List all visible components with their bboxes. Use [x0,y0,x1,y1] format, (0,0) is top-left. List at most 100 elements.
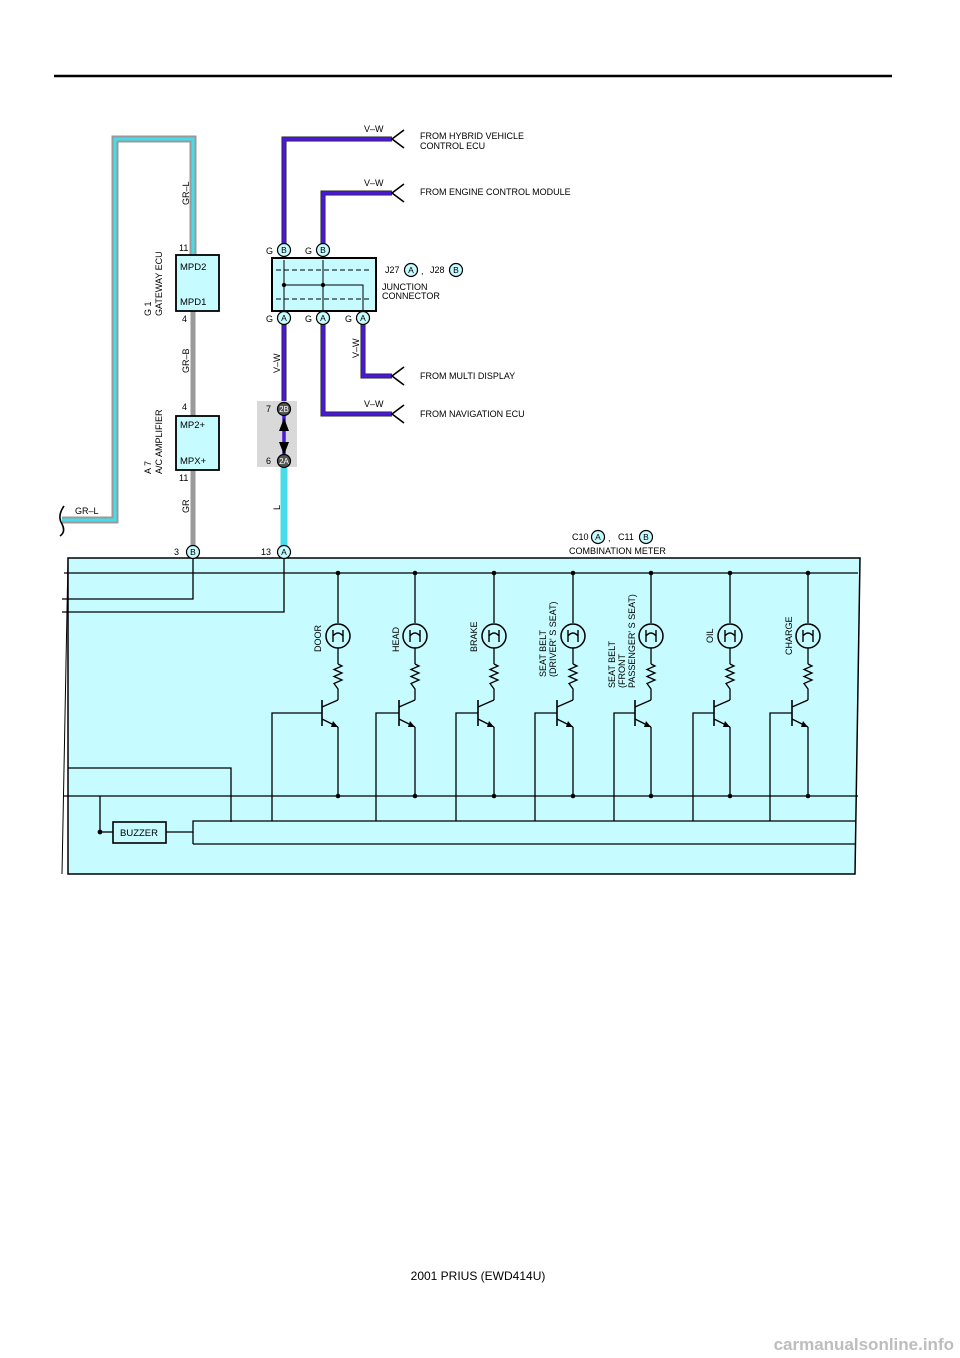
junction-j28-code: B [453,265,459,275]
brake-transistor-collector [477,699,495,708]
door-lamp-icon [325,623,351,649]
lamp-label-charge: CHARGE [784,616,794,655]
meter-c11-code: B [643,532,649,542]
meter-label: COMBINATION METER [569,546,666,556]
meter-c11: C11 [618,532,634,542]
wire-label-vw-3: V–W [364,399,384,409]
brake-filament [488,630,500,642]
wire-label-vw-v2: V–W [351,338,361,358]
amplifier-pin-11: 11 [179,473,188,483]
head-emitter-arrow [408,721,415,727]
meter-code-b: B [190,547,196,557]
seat-belt-passenger-filament [645,630,657,642]
lamp-label-brake: BRAKE [469,621,479,652]
amplifier-name: A/C AMPLIFIER [154,409,164,474]
charge-base-drive [769,712,792,821]
seat-belt-driver-resistor-icon [567,663,579,700]
oil-node-bottom [727,793,733,799]
brake-base-drive [455,712,478,821]
wire-label-l: L [272,505,282,510]
source-hybrid-1: FROM HYBRID VEHICLE [420,131,524,141]
watermark: carmanualsonline.info [774,1335,954,1354]
junction-pin-g-1: G [266,246,273,256]
oil-transistor-collector [713,699,731,708]
inline-arrow-up [279,418,289,431]
labels: V–W V–W V–W FROM HYBRID VEHICLE CONTROL … [75,124,954,1354]
gateway-pin-11: 11 [179,243,188,253]
door-node-bottom [335,793,341,799]
amplifier-mpx: MPX+ [180,456,207,467]
oil-emitter-arrow [723,721,730,727]
charge-resistor-icon [802,663,814,700]
source-engine: FROM ENGINE CONTROL MODULE [420,187,571,197]
lamp-label-oil: OIL [705,628,715,643]
gateway-ecu-box [175,254,220,312]
wire-label-grl-top: GR–L [181,181,191,205]
junction-code-a-2: A [320,313,326,323]
seat-belt-passenger-emitter-arrow [644,721,651,727]
junction-j27: J27 [385,265,400,275]
inline-arrow-down [279,442,289,455]
wire-label-vw-1: V–W [364,124,384,134]
door-filament [332,630,344,642]
wire-gr-l [62,135,197,524]
door-emitter-arrow [331,721,338,727]
inline-code-2a: 2A [279,457,289,466]
footer-title: 2001 PRIUS (EWD414U) [411,1269,546,1283]
lamp-label-head: HEAD [391,626,401,652]
combination-meter-panel [67,557,861,875]
charge-emitter-arrow [801,721,808,727]
wire-label-vw-v1: V–W [272,353,282,373]
lamp-label-seat-pass-1: SEAT BELT [607,640,617,688]
charge-lamp-icon [795,623,821,649]
head-lamp-icon [402,623,428,649]
door-resistor-icon [332,663,344,700]
junction-comma: , [421,266,424,276]
gateway-id: G 1 [143,301,153,316]
oil-base-drive [692,712,714,821]
inline-connector-area [257,401,297,467]
seat-belt-driver-node-bottom [570,793,576,799]
oil-lamp-icon [717,623,743,649]
oil-resistor-icon [724,663,736,700]
seat-belt-driver-filament [567,630,579,642]
buzzer-box [112,821,167,844]
junction-pin-g-5: G [345,314,352,324]
seat-belt-passenger-resistor-icon [645,663,657,700]
indicator-channels [271,570,821,821]
inline-pin-6: 6 [266,456,271,466]
seat-belt-driver-transistor-collector [556,699,574,708]
head-transistor-collector [398,699,416,708]
inline-code-2b: 2B [279,405,289,414]
gateway-pin-4: 4 [182,314,187,324]
source-arrowheads [390,129,405,424]
buzzer-node [97,829,103,835]
oil-filament [724,630,736,642]
brake-node-bottom [491,793,497,799]
gateway-name: GATEWAY ECU [154,251,164,316]
junction-j27-code: A [408,265,414,275]
head-filament [409,630,421,642]
door-base-drive [271,712,322,821]
buzzer-label: BUZZER [120,828,158,839]
lamp-label-seat-pass-2: (FRONT [617,654,627,688]
junction-code-a-1: A [281,313,287,323]
wire-label-gr: GR [181,499,191,513]
seat-belt-passenger-base-drive [613,712,635,821]
lamp-label-seat-pass-3: PASSENGER' S SEAT) [627,594,637,688]
source-hybrid-2: CONTROL ECU [420,141,485,151]
junction-code-b-2: B [320,245,326,255]
junction-connector [271,257,377,312]
meter-comma: , [608,533,611,543]
meter-pin-13: 13 [261,547,271,557]
amplifier-id: A 7 [143,461,153,474]
panel-edge-left [61,557,69,875]
seat-belt-driver-emitter-arrow [566,721,573,727]
brake-lamp-icon [481,623,507,649]
seat-belt-passenger-transistor-collector [634,699,652,708]
brake-emitter-arrow [487,721,494,727]
gateway-mpd1: MPD1 [180,297,206,308]
junction-code-b-1: B [281,245,287,255]
junction-pin-g-3: G [266,314,273,324]
